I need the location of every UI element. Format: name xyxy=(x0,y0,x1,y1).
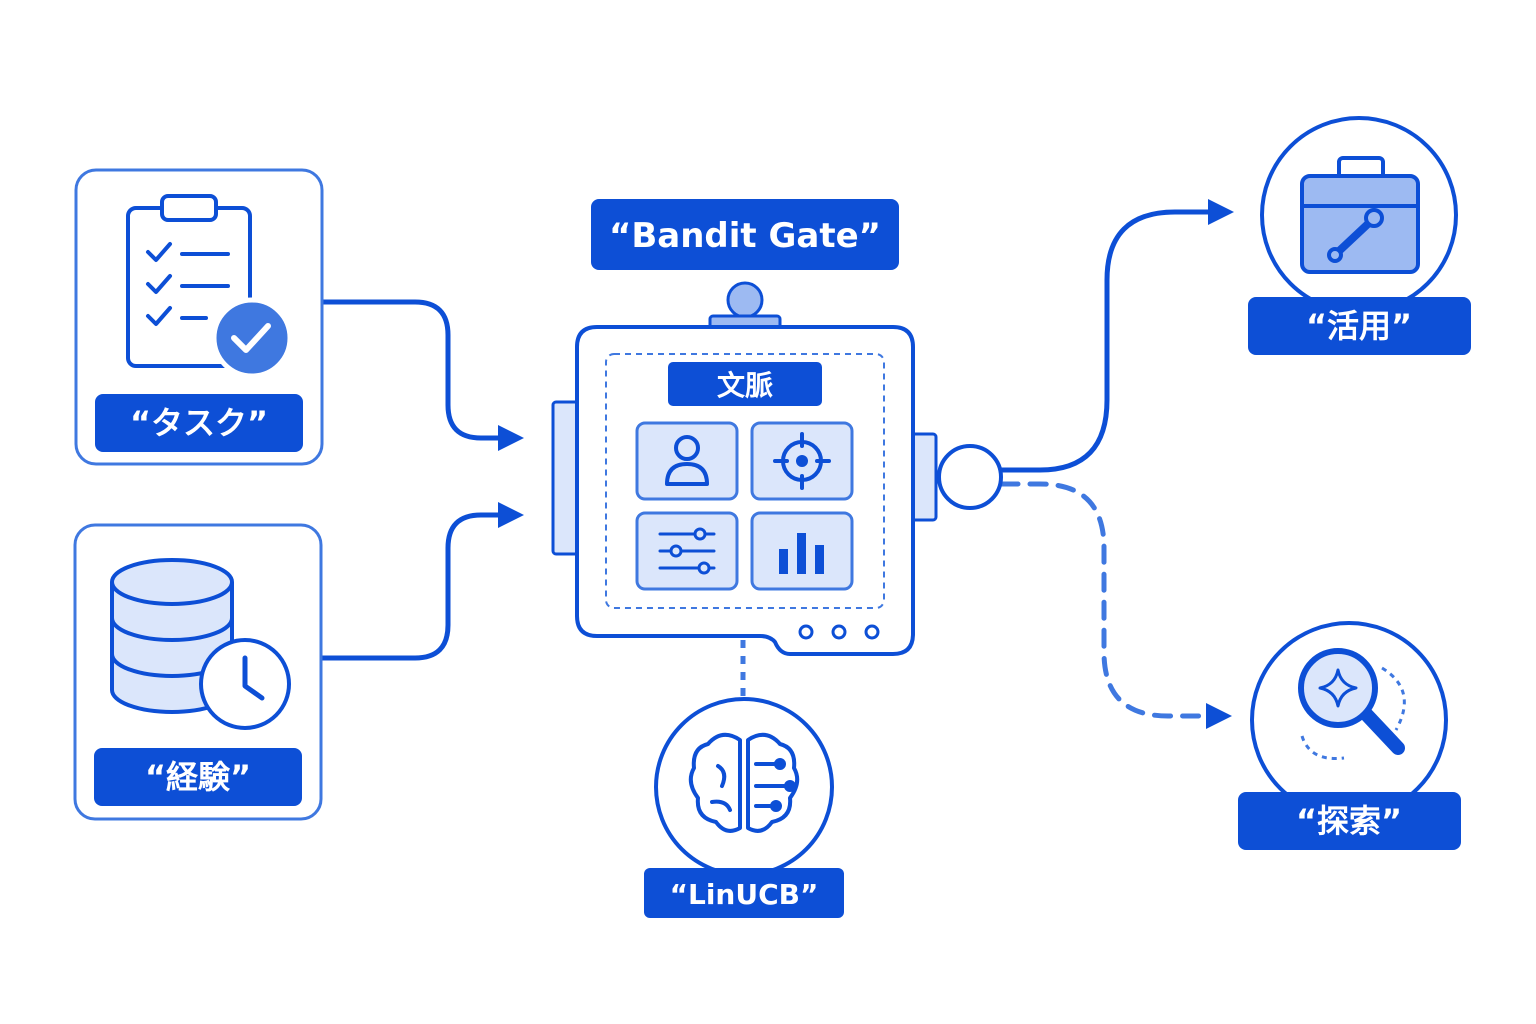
input-card-task: “タスク” xyxy=(74,168,324,466)
output-explore: “探索” xyxy=(1238,621,1461,850)
explore-label: “探索” xyxy=(1296,802,1402,840)
connector-task-to-gate xyxy=(319,299,524,451)
exploit-label: “活用” xyxy=(1306,307,1412,345)
diagram-title: “Bandit Gate” xyxy=(609,216,881,256)
sliders-icon xyxy=(635,511,739,591)
connector-gate-to-exploit xyxy=(999,199,1234,473)
task-label: “タスク” xyxy=(130,404,268,442)
database-clock-icon xyxy=(110,558,291,730)
output-junction xyxy=(937,444,1003,510)
bar-chart-icon xyxy=(750,511,854,591)
user-icon xyxy=(635,421,739,501)
clipboard-check-icon xyxy=(126,194,293,379)
experience-label: “経験” xyxy=(145,758,251,796)
brain-circuit-icon xyxy=(688,732,800,833)
linucb-label: “LinUCB” xyxy=(670,878,819,911)
model-linucb: “LinUCB” xyxy=(644,697,844,918)
context-label: 文脈 xyxy=(717,369,773,402)
connector-experience-to-gate xyxy=(319,502,524,661)
connector-gate-to-explore xyxy=(999,481,1232,729)
magnifier-sparkle-icon xyxy=(1298,648,1406,761)
title-banner: “Bandit Gate” xyxy=(591,199,899,270)
bandit-gate-device: 文脈 xyxy=(551,281,938,656)
output-exploit: “活用” xyxy=(1248,116,1471,355)
target-icon xyxy=(750,421,854,501)
input-card-experience: “経験” xyxy=(73,523,323,821)
toolbox-wrench-icon xyxy=(1300,156,1420,274)
